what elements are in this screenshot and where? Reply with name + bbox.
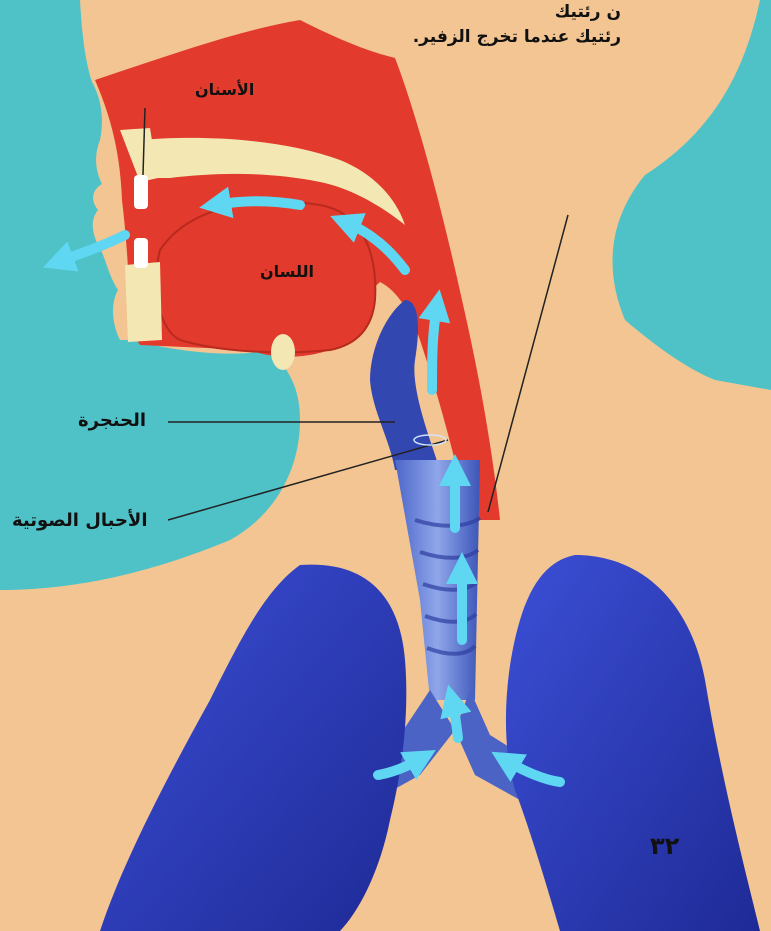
upper-teeth [134,175,148,209]
lower-teeth [134,238,148,268]
caption-text: ن رئتيك رئتيك عندما تخرج الزفير. [361,0,621,50]
label-larynx: الحنجرة [78,410,146,431]
label-tongue: اللسان [260,262,314,281]
caption-line-2: رئتيك عندما تخرج الزفير. [361,25,621,50]
caption-line-1: ن رئتيك [361,0,621,25]
label-teeth: الأسنان [195,80,254,99]
hyoid-bone [271,334,295,370]
lower-jaw-bone [125,262,162,342]
page-number: ٣٢ [650,832,679,860]
label-vocal-cords: الأحبال الصوتية [12,510,148,531]
